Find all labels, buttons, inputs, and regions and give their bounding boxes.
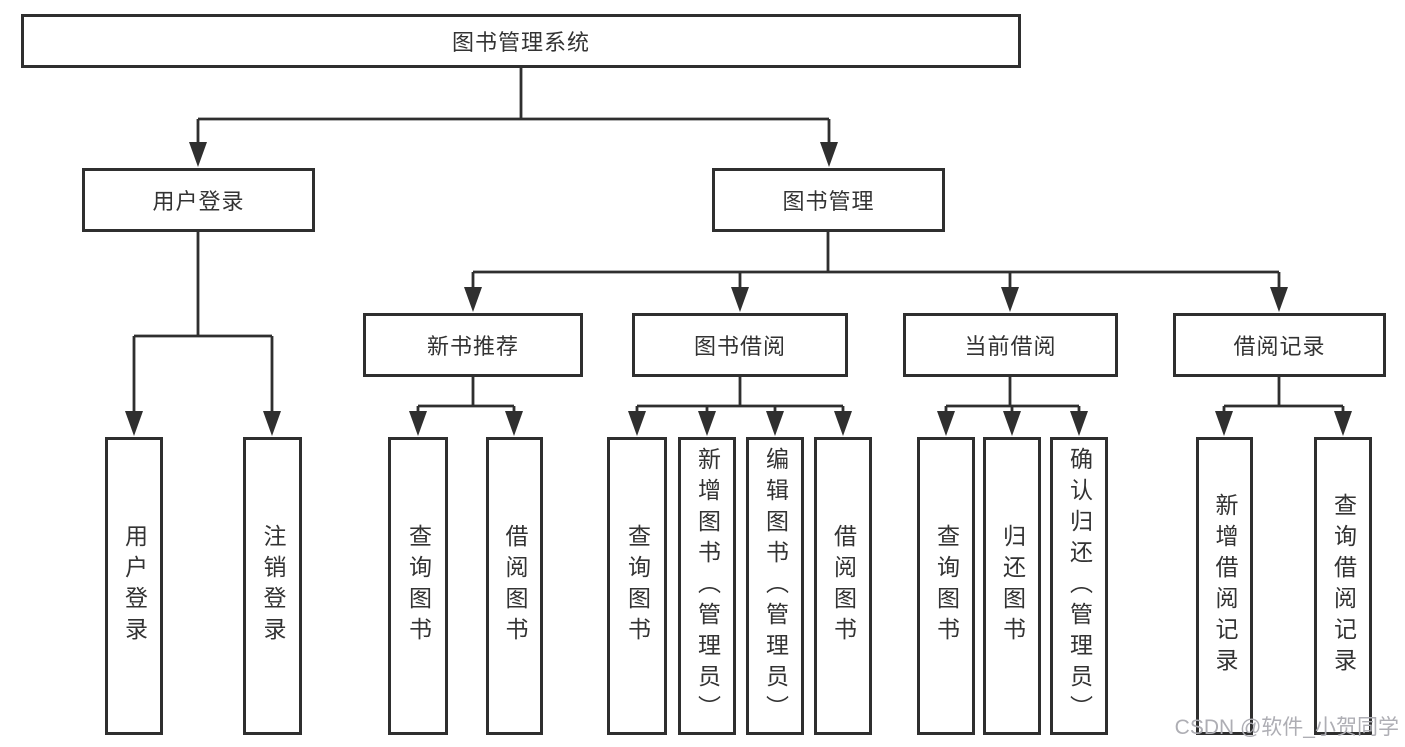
edge-book-mgmt-to-level3 [464,232,1288,312]
node-book-management: 图书管理 [712,168,945,232]
leaf-edit-book-admin: 编辑图书（管理员） [746,437,804,735]
node-borrowing-records: 借阅记录 [1173,313,1386,377]
edge-root-to-level2 [189,68,838,167]
leaf-query-borrow-record: 查询借阅记录 [1314,437,1372,735]
leaf-logout: 注销登录 [243,437,302,735]
node-current-borrowing: 当前借阅 [903,313,1118,377]
leaf-query-book-borrowing: 查询图书 [607,437,667,735]
edge-borrow-records-to-leaves [1215,377,1352,436]
edge-book-borrow-to-leaves [628,377,852,436]
node-book-borrowing: 图书借阅 [632,313,848,377]
edge-user-login-to-leaves [125,232,281,436]
leaf-query-book-recommend: 查询图书 [388,437,448,735]
leaf-confirm-return-admin: 确认归还（管理员） [1050,437,1108,735]
leaf-add-borrow-record: 新增借阅记录 [1196,437,1253,735]
csdn-watermark: CSDN @软件_小贺同学 [1174,716,1399,739]
edge-new-book-rec-to-leaves [409,377,523,436]
leaf-return-book: 归还图书 [983,437,1041,735]
node-new-book-recommend: 新书推荐 [363,313,583,377]
edge-current-borrow-to-leaves [937,377,1088,436]
leaf-query-book-current: 查询图书 [917,437,975,735]
node-user-login: 用户登录 [82,168,315,232]
node-library-system: 图书管理系统 [21,14,1021,68]
leaf-add-book-admin: 新增图书（管理员） [678,437,736,735]
leaf-user-login: 用户登录 [105,437,163,735]
leaf-borrow-book: 借阅图书 [814,437,872,735]
leaf-borrow-book-recommend: 借阅图书 [486,437,543,735]
